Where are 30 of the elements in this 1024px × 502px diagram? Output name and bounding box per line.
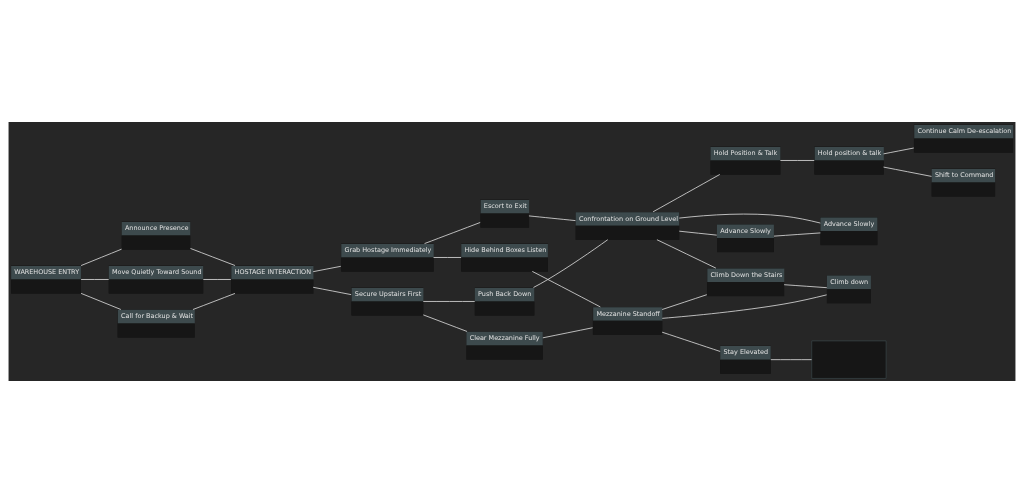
connector (661, 293, 828, 319)
connector (661, 293, 708, 310)
connector (652, 173, 721, 212)
connector (80, 248, 122, 266)
connector (190, 247, 236, 266)
connector (883, 166, 932, 177)
connector (531, 270, 601, 307)
connector (656, 238, 717, 269)
connector (773, 232, 821, 237)
node-box (811, 340, 887, 379)
connector (542, 326, 594, 338)
connector (422, 313, 468, 332)
connector (780, 159, 815, 161)
connector (80, 278, 110, 280)
connector (678, 213, 821, 223)
connector (192, 292, 236, 310)
connector (770, 358, 812, 360)
connector (202, 278, 232, 280)
connector (533, 238, 609, 288)
connector (783, 283, 828, 288)
connector (312, 286, 352, 295)
connector (433, 256, 462, 258)
connector (678, 230, 718, 236)
connector (528, 215, 576, 221)
connector (312, 265, 342, 272)
connector (424, 221, 481, 244)
connector (80, 292, 122, 310)
connector (422, 300, 476, 302)
connector (883, 147, 915, 154)
connector (661, 331, 721, 352)
